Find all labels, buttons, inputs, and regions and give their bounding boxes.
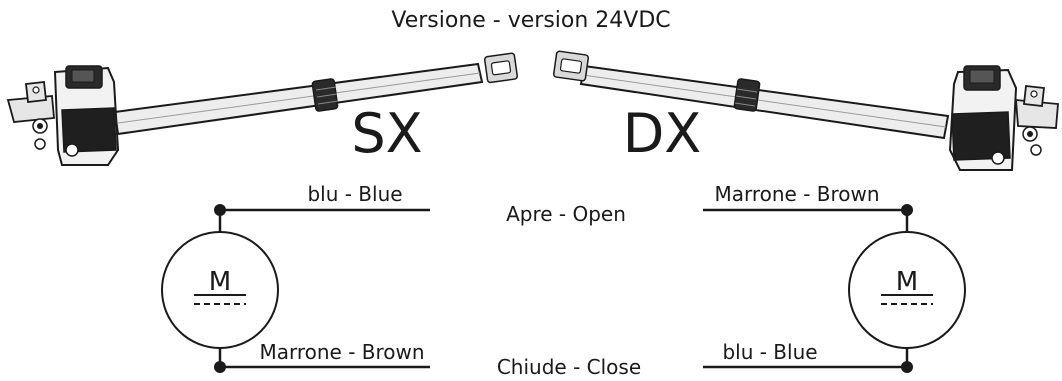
right-rod-collar [733,78,761,112]
left-side-label: SX [351,102,422,165]
left-actuator-rod [113,62,484,136]
left-motor-circuit: M blu - Blue Marrone - Brown [161,182,430,373]
open-label: Apre - Open [506,202,626,226]
left-top-wire-label: blu - Blue [307,182,402,206]
right-top-terminal [901,204,913,216]
left-bottom-terminal [214,361,226,373]
right-top-wire-label: Marrone - Brown [714,182,879,206]
left-bottom-wire-label: Marrone - Brown [259,340,424,364]
diagram-title: Versione - version 24VDC [391,8,670,33]
close-label: Chiude - Close [497,355,641,379]
right-mounting-bracket [1015,99,1059,129]
left-actuator-illustration [6,52,519,166]
left-top-terminal [214,204,226,216]
right-bottom-wire-label: blu - Blue [722,340,817,364]
right-motor-circuit: M Marrone - Brown blu - Blue [703,182,966,373]
right-actuator-illustration [552,50,1059,171]
right-side-label: DX [623,102,702,165]
right-motor-label: M [896,267,918,297]
left-rod-collar [311,78,339,112]
left-motor-label: M [209,267,231,297]
right-bottom-terminal [901,361,913,373]
